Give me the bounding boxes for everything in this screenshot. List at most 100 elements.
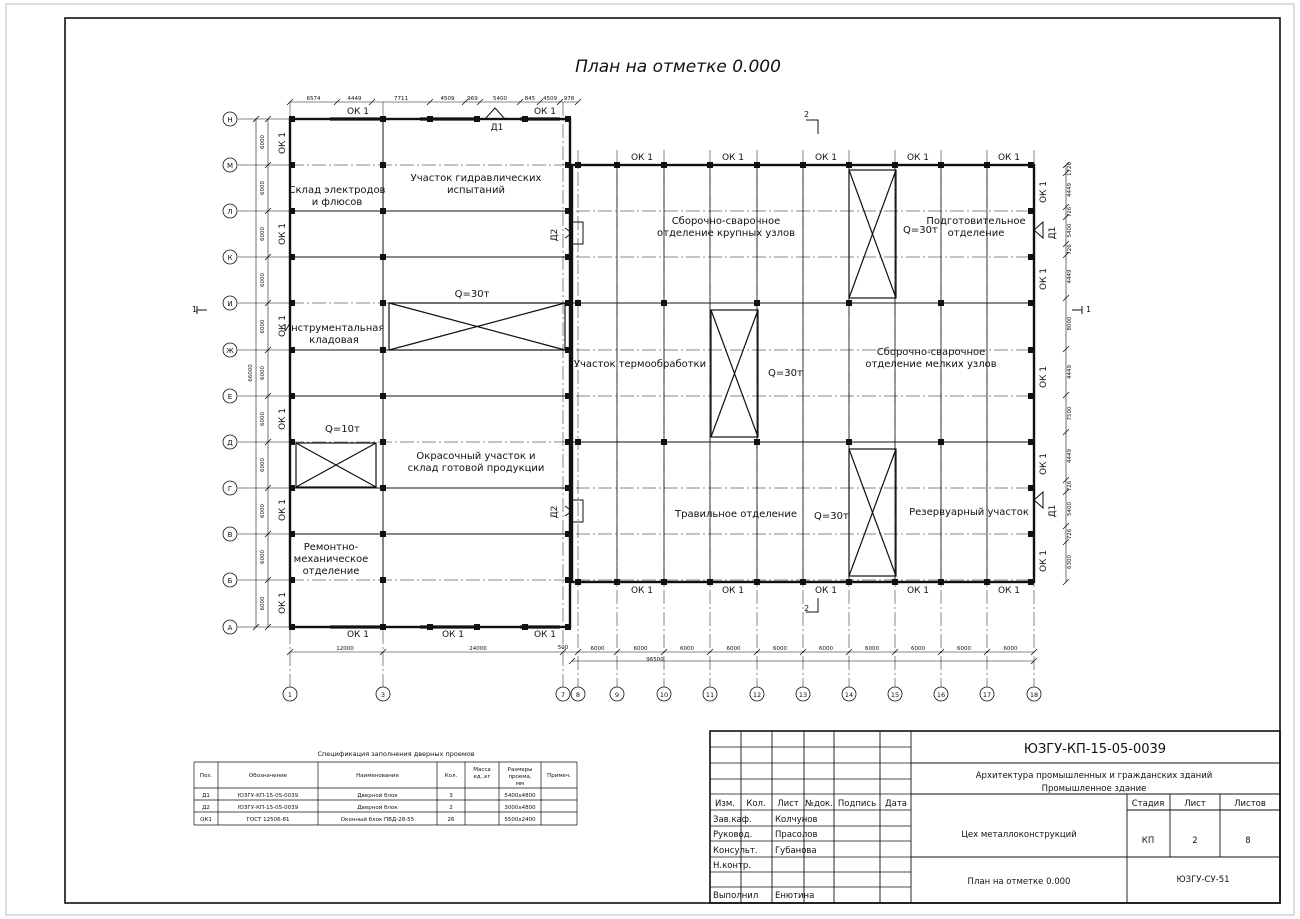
dimension-tick <box>264 115 272 123</box>
section-mark-label: 2 <box>804 604 809 613</box>
column <box>1028 393 1034 399</box>
dimension-value: 4449 <box>1067 183 1073 197</box>
door-label: Д2 <box>550 506 560 519</box>
spec-header-line: ед.,кг <box>474 774 491 780</box>
stage-label: Стадия <box>1132 799 1165 809</box>
axis-label: 18 <box>1030 691 1038 699</box>
room-label-line: отделение <box>303 566 360 577</box>
drawing-title: План на отметке 0.000 <box>575 57 781 77</box>
window-label: ОК 1 <box>278 132 288 154</box>
dimension-value: 4449 <box>1067 365 1073 379</box>
dimension-value: 726 <box>1067 480 1073 491</box>
sheet-title: План на отметке 0.000 <box>968 877 1071 887</box>
dimension-value: 6000 <box>680 646 694 652</box>
dimension-tick <box>660 648 668 656</box>
room-label-line: Сборочно-сварочное <box>877 347 986 358</box>
dimension-tick <box>1062 345 1070 353</box>
dimension-tick <box>706 648 714 656</box>
axis-bubble <box>979 686 995 702</box>
dimension-tick <box>1062 294 1070 302</box>
dimension-tick <box>264 576 272 584</box>
spec-header-line: Масса <box>473 767 491 773</box>
dimension-value: 66000 <box>248 364 254 382</box>
axis-label: Д <box>227 439 233 447</box>
room-label-line: Участок гидравлических <box>411 173 542 184</box>
room-label-line: Инструментальная <box>284 323 385 334</box>
dimension-tick <box>461 98 469 106</box>
dimension-tick <box>368 98 376 106</box>
column <box>1028 347 1034 353</box>
dimension-tick <box>1062 522 1070 530</box>
dimension-value: 24000 <box>469 646 487 652</box>
dimension-tick <box>264 253 272 261</box>
axis-label: Е <box>228 393 232 401</box>
room-label-line: Ремонтно- <box>304 542 359 553</box>
dimension-value: 6000 <box>260 458 266 472</box>
spec-header: Наименование <box>356 773 399 779</box>
section-mark-label: 1 <box>1086 305 1091 314</box>
dimension-value: 845 <box>525 96 536 102</box>
section-marks <box>196 119 1083 613</box>
building-walls <box>288 117 1036 629</box>
dimension-tick <box>264 161 272 169</box>
column <box>474 116 480 122</box>
dimension-tick <box>556 98 564 106</box>
column <box>289 116 295 122</box>
spec-cell: 2 <box>449 805 453 811</box>
title-block-header: Дата <box>885 799 907 809</box>
dimension-tick <box>1062 476 1070 484</box>
sheets-label: Листов <box>1234 799 1266 809</box>
spec-cell: 5400х4800 <box>504 793 536 799</box>
dimension-tick <box>845 648 853 656</box>
dimension-value: 4509 <box>441 96 455 102</box>
spec-header-line: проема, <box>508 774 531 780</box>
axis-label: 15 <box>891 691 899 699</box>
crane-zones <box>295 169 897 577</box>
spec-title: Спецификация заполнения дверных проемов <box>317 750 474 758</box>
section-mark-label: 1 <box>192 305 197 314</box>
axis-label: Л <box>227 208 232 216</box>
spec-header: Обозначение <box>249 773 288 779</box>
axis-bubble <box>933 686 949 702</box>
sheets-value: 8 <box>1245 836 1250 846</box>
room-label-line: и флюсов <box>312 197 363 208</box>
spec-cell: Дверной блок <box>357 804 398 811</box>
dimension-value: 6000 <box>957 646 971 652</box>
doors <box>484 107 1044 523</box>
room-label-line: склад готовой продукции <box>408 463 545 474</box>
dimension-tick <box>252 115 260 123</box>
axis-label: Н <box>227 116 232 124</box>
project-subtitle: Промышленное здание <box>1042 784 1147 794</box>
dimension-tick <box>264 299 272 307</box>
room-label-line: кладовая <box>309 335 359 346</box>
dimension-value: 6000 <box>634 646 648 652</box>
window-label: ОК 1 <box>534 630 556 640</box>
room-label-line: отделение <box>948 228 1005 239</box>
dimension-tick <box>1062 161 1070 169</box>
axis-bubble <box>222 157 238 173</box>
dimension-value: 1726 <box>1067 162 1073 176</box>
window-label: ОК 1 <box>722 586 744 596</box>
title-block-header: Подпись <box>838 799 876 809</box>
dimension-tick <box>1062 240 1070 248</box>
window-label: ОК 1 <box>722 153 744 163</box>
column <box>565 300 571 306</box>
room-label-line: Сборочно-сварочное <box>672 216 781 227</box>
axis-label: В <box>228 531 233 539</box>
axis-bubble <box>222 249 238 265</box>
dimension-value: 6000 <box>260 504 266 518</box>
axis-label: 12 <box>753 691 761 699</box>
column <box>565 577 571 583</box>
axis-bubble <box>609 686 625 702</box>
dimension-tick <box>891 648 899 656</box>
column <box>289 162 295 168</box>
dimension-tick <box>1062 488 1070 496</box>
sheet-label: Лист <box>1184 799 1206 809</box>
dimension-tick <box>286 98 294 106</box>
spec-header: Кол. <box>445 773 458 779</box>
axis-label: К <box>228 254 233 262</box>
